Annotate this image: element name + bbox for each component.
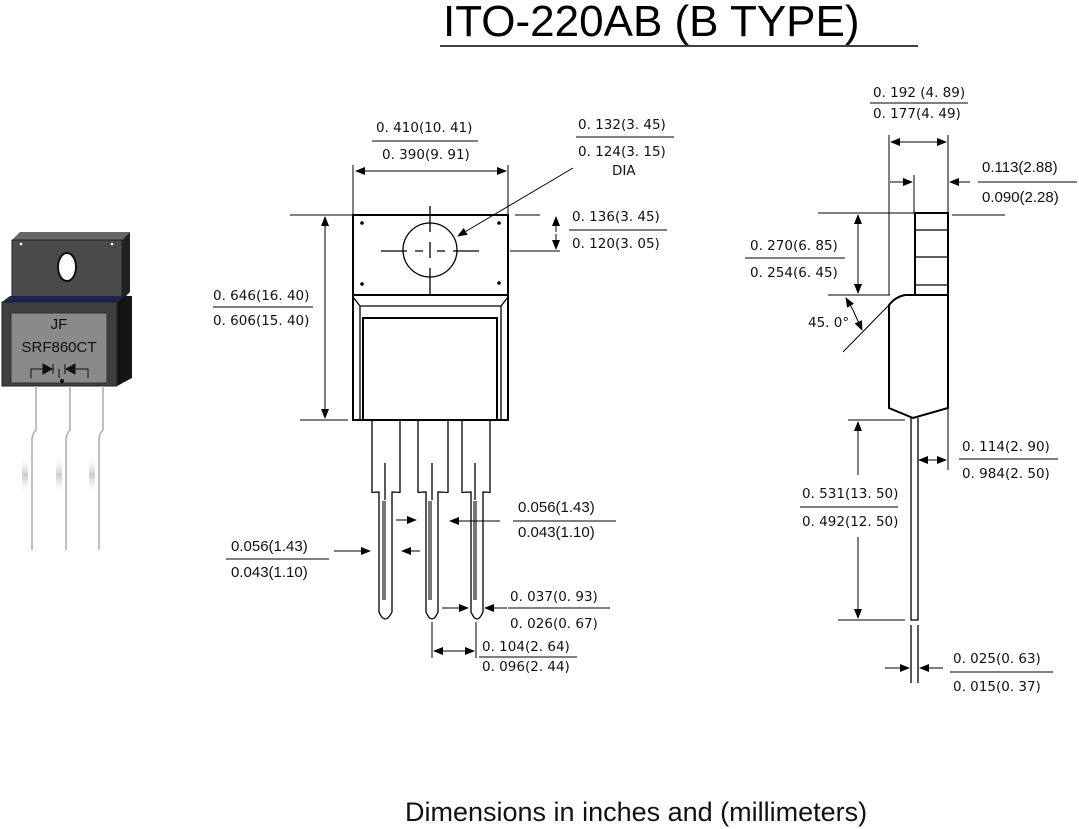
dim-lead-tip-min: 0. 026(0. 67) — [510, 616, 598, 632]
dim-lead-tip-max: 0. 037(0. 93) — [510, 589, 598, 605]
front-view — [352, 206, 509, 620]
dim-lead-width-left-max: 0.056(1.43) — [231, 538, 308, 555]
dim-thickness-min: 0. 177(4. 49) — [873, 106, 961, 122]
dim-pitch-min: 0. 096(2. 44) — [482, 659, 570, 675]
dim-tab-height-max: 0. 270(6. 85) — [750, 238, 838, 254]
marking-brand: JF — [51, 316, 68, 333]
dim-width-min: 0. 390(9. 91) — [382, 147, 470, 163]
dim-hole-dia-max: 0. 132(3. 45) — [578, 117, 666, 133]
dim-width-max: 0. 410(10. 41) — [376, 120, 472, 136]
side-dimensions: 0. 192 (4. 89) 0. 177(4. 49) 0.113(2.88)… — [745, 85, 1077, 695]
dim-tab-height-min: 0. 254(6. 45) — [750, 265, 838, 281]
dim-hole-dia-note: DIA — [612, 163, 636, 179]
dim-lead-offset-max: 0. 114(2. 90) — [962, 439, 1050, 455]
dim-thickness-max: 0. 192 (4. 89) — [873, 85, 965, 101]
dim-lead-length-max: 0. 531(13. 50) — [802, 486, 898, 502]
dim-pitch-max: 0. 104(2. 64) — [482, 639, 570, 655]
dim-hole-dia-min: 0. 124(3. 15) — [578, 144, 666, 160]
dim-hole-pos-max: 0. 136(3. 45) — [572, 209, 660, 225]
front-dimensions: 0. 410(10. 41) 0. 390(9. 91) 0. 132(3. 4… — [213, 117, 674, 675]
dim-hole-pos-min: 0. 120(3. 05) — [572, 236, 660, 252]
dim-lead-thickness-max: 0. 025(0. 63) — [953, 651, 1041, 667]
diode-symbol-icon — [30, 363, 89, 383]
marking-part-number: SRF860CT — [21, 339, 96, 356]
dim-lead-width-right-max: 0.056(1.43) — [518, 499, 595, 516]
component-photo: JF SRF860CT — [1, 232, 132, 550]
dim-lead-width-right-min: 0.043(1.10) — [518, 524, 595, 541]
dim-height-min: 0. 606(15. 40) — [213, 313, 309, 329]
dim-lead-offset-min: 0. 984(2. 50) — [962, 466, 1050, 482]
dim-chamfer-angle: 45. 0° — [808, 315, 849, 331]
dim-lead-width-left-min: 0.043(1.10) — [231, 564, 308, 581]
dim-lead-thickness-min: 0. 015(0. 37) — [953, 679, 1041, 695]
dim-lead-length-min: 0. 492(12. 50) — [802, 514, 898, 530]
dim-tab-offset-min: 0.090(2.28) — [982, 189, 1059, 206]
dim-tab-offset-max: 0.113(2.88) — [982, 159, 1058, 176]
dim-height-max: 0. 646(16. 40) — [213, 288, 309, 304]
units-note: Dimensions in inches and (millimeters) — [405, 797, 867, 827]
side-view — [888, 212, 949, 683]
drawing-title: ITO-220AB (B TYPE) — [443, 0, 860, 46]
